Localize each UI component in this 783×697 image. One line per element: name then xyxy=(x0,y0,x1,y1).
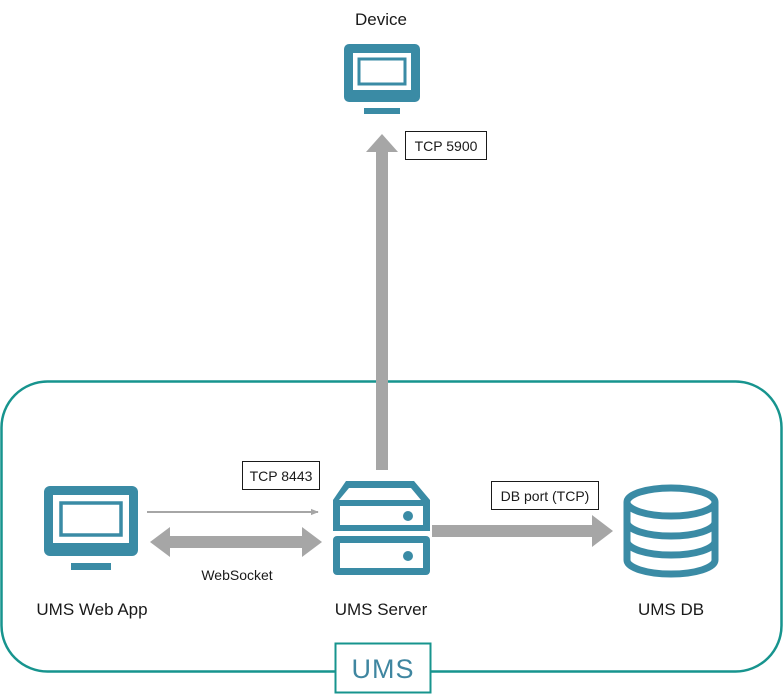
arrow-server-to-db xyxy=(432,515,613,547)
tcp-5900-label: TCP 5900 xyxy=(415,138,478,154)
arrow-server-to-device xyxy=(366,134,398,470)
db-port-label-box: DB port (TCP) xyxy=(491,481,599,510)
ums-badge: UMS xyxy=(334,642,432,694)
web-app-monitor-icon xyxy=(44,486,138,570)
server-label: UMS Server xyxy=(335,600,428,619)
server-icon xyxy=(333,481,430,575)
ums-badge-label: UMS xyxy=(352,654,415,684)
websocket-label: WebSocket xyxy=(201,567,272,583)
arrow-websocket xyxy=(150,527,322,557)
tcp-8443-label-box: TCP 8443 xyxy=(242,461,320,490)
device-label: Device xyxy=(355,10,407,29)
db-port-label: DB port (TCP) xyxy=(501,488,590,504)
device-monitor-icon xyxy=(344,44,420,114)
web-app-label: UMS Web App xyxy=(36,600,147,619)
database-icon xyxy=(623,484,719,578)
tcp-5900-label-box: TCP 5900 xyxy=(405,131,487,160)
db-label: UMS DB xyxy=(638,600,704,619)
tcp-8443-label: TCP 8443 xyxy=(250,468,313,484)
